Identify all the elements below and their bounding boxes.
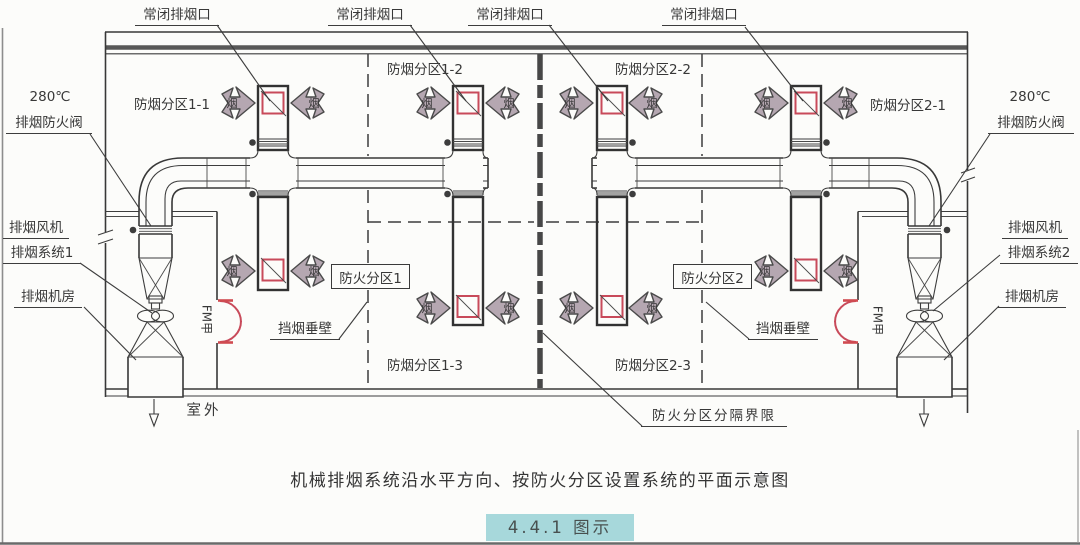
fire-door-right — [834, 299, 858, 344]
smoke-zone-1-1-label: 防烟分区1-1 — [133, 97, 211, 113]
smoke-zone-1-3-label: 防烟分区1-3 — [386, 358, 464, 374]
smoke-vent-lower-1 — [249, 187, 297, 292]
exhaust-fan-right — [896, 225, 953, 398]
smoke-glyph: 烟 — [760, 264, 771, 278]
outdoor-arrow-left — [148, 399, 160, 428]
building-envelope — [97, 31, 976, 413]
smoke-vent-upper-2 — [444, 84, 489, 159]
smoke-zone-2-3-label: 防烟分区2-3 — [614, 358, 692, 374]
outdoor-label: 室外 — [186, 403, 222, 419]
smoke-glyph: 烟 — [309, 264, 320, 278]
page-frame — [0, 28, 1080, 545]
smoke-vent-upper-4 — [782, 84, 830, 159]
smoke-glyph: 烟 — [422, 301, 433, 315]
smoke-glyph: 烟 — [422, 96, 433, 110]
leader-lines — [79, 24, 1001, 427]
smoke-vent-lower-3 — [591, 187, 636, 327]
fan-label-left: 排烟风机 — [3, 220, 69, 239]
fan-label-right: 排烟风机 — [1002, 220, 1068, 239]
closed-vent-label-2: 常闭排烟口 — [328, 7, 412, 26]
smoke-vent-upper-1 — [249, 84, 297, 159]
smoke-glyph: 烟 — [760, 96, 771, 110]
fire-door-label-left: FM甲 — [199, 304, 214, 335]
smoke-glyph: 烟 — [504, 96, 515, 110]
closed-vent-label-4: 常闭排烟口 — [662, 7, 746, 26]
damper-name-left: 排烟防火阀 — [6, 115, 92, 134]
smoke-zone-2-2-label: 防烟分区2-2 — [614, 62, 692, 78]
system-label-left: 排烟系统1 — [3, 245, 81, 264]
closed-vent-label-1: 常闭排烟口 — [135, 7, 219, 26]
duct-system-1 — [138, 157, 489, 226]
smoke-vent-upper-3 — [591, 84, 636, 159]
smoke-glyph: 烟 — [309, 96, 320, 110]
machine-room-right — [857, 210, 968, 389]
smoke-zone-1-2-label: 防烟分区1-2 — [386, 62, 464, 78]
fire-door-label-right: FM甲 — [870, 305, 885, 336]
smoke-vent-lower-4 — [782, 187, 830, 292]
smoke-glyph: 烟 — [647, 301, 658, 315]
smoke-glyph: 烟 — [842, 264, 853, 278]
smoke-glyph: 烟 — [227, 264, 238, 278]
closed-vent-label-3: 常闭排烟口 — [468, 7, 552, 26]
damper-name-right: 排烟防火阀 — [988, 115, 1074, 134]
smoke-flow-arrows: 烟 烟 烟 烟 烟 烟 烟 烟 烟 烟 烟 烟 烟 烟 烟 烟 — [221, 86, 858, 325]
fan-room-label-right: 排烟机房 — [998, 289, 1066, 308]
damper-temp-right: 280℃ — [1009, 89, 1051, 105]
smoke-glyph: 烟 — [842, 96, 853, 110]
smoke-glyph: 烟 — [565, 301, 576, 315]
smoke-curtain-label-left: 挡烟垂壁 — [270, 321, 340, 340]
fire-zone-1-tag: 防火分区1 — [331, 264, 410, 289]
smoke-glyph: 烟 — [227, 96, 238, 110]
damper-temp-left: 280℃ — [29, 89, 71, 105]
fan-room-label-left: 排烟机房 — [14, 289, 82, 308]
system-label-right: 排烟系统2 — [1000, 245, 1078, 264]
fire-boundary-label: 防火分区分隔界限 — [641, 408, 787, 427]
outdoor-arrow-right — [918, 399, 930, 428]
smoke-glyph: 烟 — [647, 96, 658, 110]
smoke-glyph: 烟 — [565, 96, 576, 110]
smoke-zone-2-1-label: 防烟分区2-1 — [869, 98, 947, 114]
smoke-zone-boundaries — [367, 54, 703, 388]
fire-door-left — [218, 299, 242, 344]
duct-system-2 — [591, 157, 942, 226]
machine-room-left — [105, 210, 218, 389]
figure-caption: 机械排烟系统沿水平方向、按防火分区设置系统的平面示意图 — [290, 471, 790, 491]
smoke-glyph: 烟 — [504, 301, 515, 315]
smoke-curtain-label-right: 挡烟垂壁 — [748, 321, 818, 340]
figure-number-tag: 4.4.1 图示 — [486, 514, 634, 541]
fire-zone-2-tag: 防火分区2 — [673, 264, 752, 289]
exhaust-fan-left — [127, 225, 184, 398]
smoke-vent-lower-2 — [444, 187, 489, 327]
